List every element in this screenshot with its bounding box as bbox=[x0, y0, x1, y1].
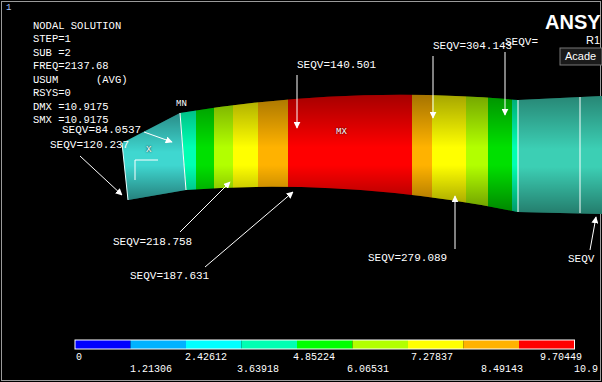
callout-label: SEQV bbox=[568, 253, 594, 265]
legend-value: 4.85224 bbox=[293, 352, 335, 363]
legend-value: 8.49143 bbox=[481, 364, 523, 375]
leader-line bbox=[590, 217, 596, 250]
callout-label: SEQV=304.143 bbox=[433, 40, 512, 52]
edge-line bbox=[518, 100, 519, 212]
plot-label: FREQ=2137.68 bbox=[33, 61, 109, 73]
legend-value: 1.21306 bbox=[130, 364, 172, 375]
callout-label: SEQV=218.758 bbox=[113, 236, 192, 248]
plot-label: STEP=1 bbox=[33, 34, 71, 46]
plot-label: 10.9 bbox=[574, 364, 598, 375]
callout-label: SEQV=279.089 bbox=[368, 252, 447, 264]
callout-label: SEQV=187.631 bbox=[130, 270, 209, 282]
contour-bands bbox=[178, 80, 520, 220]
plot-label: USUM (AVG) bbox=[33, 75, 128, 87]
legend-value: 0 bbox=[76, 352, 82, 363]
legend-swatch bbox=[464, 340, 520, 349]
color-bar-outline bbox=[75, 340, 575, 349]
legend-value: 7.27837 bbox=[411, 352, 453, 363]
plot-label: MN bbox=[176, 100, 187, 110]
leader-line bbox=[505, 52, 506, 115]
legend-swatch bbox=[242, 340, 298, 349]
legend-value: 2.42612 bbox=[185, 352, 227, 363]
callout-label: SEQV=120.237 bbox=[50, 139, 129, 151]
callout-label: SEQV=84.0537 bbox=[62, 124, 141, 136]
plot-label: MX bbox=[336, 128, 347, 138]
plot-label: X bbox=[146, 146, 151, 156]
legend-swatch bbox=[408, 340, 464, 349]
legend-value: 9.70449 bbox=[540, 352, 582, 363]
plot-label: DMX =10.9175 bbox=[33, 102, 109, 114]
leader-line bbox=[205, 192, 293, 267]
pipe-right bbox=[518, 96, 602, 214]
plot-label: RSYS=0 bbox=[33, 88, 71, 100]
legend-swatch bbox=[75, 340, 131, 349]
edge-line bbox=[122, 143, 128, 200]
edge-line bbox=[180, 113, 186, 190]
axis-triad bbox=[135, 160, 158, 161]
legend-swatch bbox=[519, 340, 575, 349]
plot-label: R1 bbox=[586, 34, 600, 46]
plot-label: 1 bbox=[6, 4, 11, 14]
leader-line bbox=[80, 156, 122, 195]
plot-label: SUB =2 bbox=[33, 48, 71, 60]
logo-box bbox=[560, 48, 602, 65]
legend-swatch bbox=[353, 340, 409, 349]
legend-value: 3.63918 bbox=[237, 364, 279, 375]
color-bar bbox=[75, 340, 575, 349]
legend-value: 6.06531 bbox=[347, 364, 389, 375]
pipe-right-shade bbox=[518, 96, 602, 214]
plot-label: ANSY bbox=[545, 11, 601, 33]
leader-line bbox=[144, 132, 172, 142]
leader-line bbox=[297, 75, 298, 128]
legend-swatch bbox=[131, 340, 187, 349]
callout-label: SEQV= bbox=[505, 36, 538, 48]
callout-label: SEQV=140.501 bbox=[297, 59, 376, 71]
pipe-shade bbox=[180, 95, 518, 212]
leader-lines bbox=[80, 52, 596, 267]
leader-line bbox=[455, 196, 456, 249]
leader-line bbox=[180, 182, 230, 232]
legend-swatch bbox=[186, 340, 242, 349]
edge-line bbox=[580, 97, 581, 213]
plot-label: Acade bbox=[565, 50, 596, 62]
axis-triad bbox=[135, 160, 136, 180]
legend-swatch bbox=[297, 340, 353, 349]
plot-label: NODAL SOLUTION bbox=[33, 21, 121, 33]
leader-line bbox=[433, 56, 434, 118]
